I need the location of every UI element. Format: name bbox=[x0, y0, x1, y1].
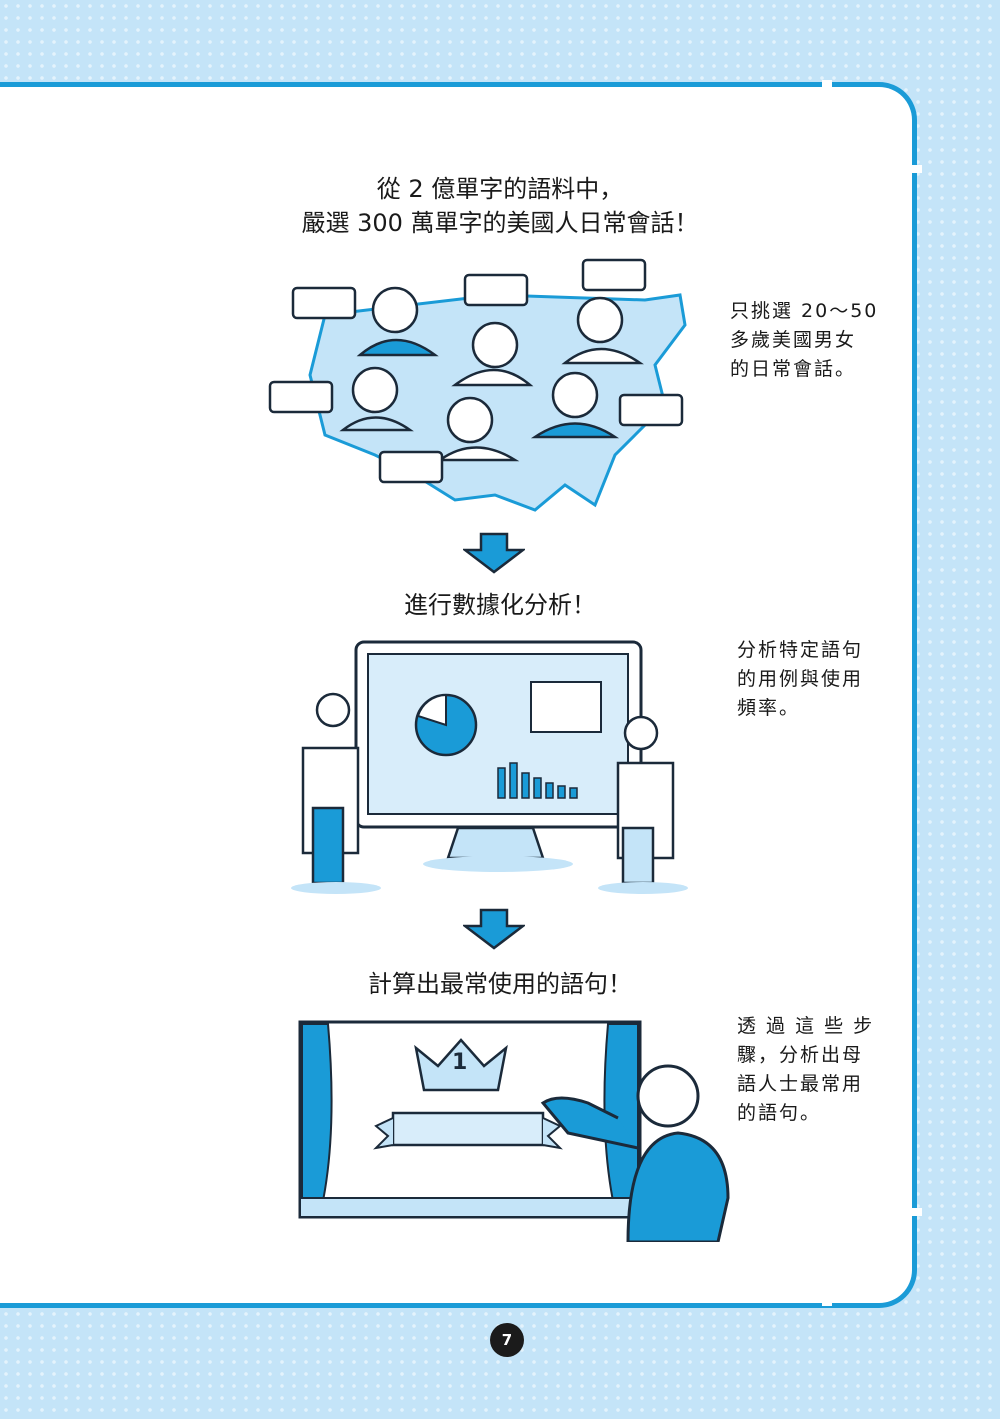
frame-gap bbox=[822, 1296, 832, 1306]
section2-note: 分析特定語句 的用例與使用 頻率。 bbox=[737, 636, 863, 723]
section2-title: 進行數據化分析！ bbox=[404, 591, 596, 619]
note-line: 語人士最常用 bbox=[737, 1073, 864, 1095]
down-arrow-icon bbox=[463, 532, 525, 574]
frame-gap bbox=[910, 165, 922, 173]
note-line: 多歲美國男女 bbox=[730, 329, 857, 351]
note-line: 的用例與使用 bbox=[737, 668, 864, 690]
page-number: 7 bbox=[490, 1323, 524, 1357]
section3-note: 透 過 這 些 步 驟，分析出母 語人士最常用 的語句。 bbox=[737, 1012, 874, 1128]
ranking-presentation-illustration bbox=[298, 1020, 730, 1242]
note-line: 頻率。 bbox=[737, 697, 801, 719]
data-analysis-illustration bbox=[291, 640, 688, 894]
rank-number: 1 bbox=[452, 1050, 468, 1075]
frame-gap bbox=[822, 80, 832, 90]
note-line: 透 過 這 些 步 bbox=[737, 1015, 875, 1037]
frame-gap bbox=[910, 1208, 922, 1216]
people bbox=[339, 286, 644, 462]
section3-title: 計算出最常使用的語句！ bbox=[368, 970, 632, 998]
note-line: 驟，分析出母 bbox=[737, 1044, 864, 1066]
note-line: 的語句。 bbox=[737, 1102, 822, 1124]
section1-title: 從 2 億單字的語料中， 嚴選 300 萬單字的美國人日常會話！ bbox=[0, 172, 1000, 240]
speech-bubbles bbox=[268, 258, 684, 484]
note-line: 只挑選 20～50 bbox=[730, 300, 879, 322]
section1-note: 只挑選 20～50 多歲美國男女 的日常會話。 bbox=[730, 297, 878, 384]
title-line: 嚴選 300 萬單字的美國人日常會話！ bbox=[301, 209, 699, 237]
down-arrow-icon bbox=[463, 908, 525, 950]
title-line: 從 2 億單字的語料中， bbox=[376, 175, 624, 203]
usa-map-people-illustration bbox=[268, 258, 687, 512]
note-line: 分析特定語句 bbox=[737, 639, 864, 661]
note-line: 的日常會話。 bbox=[730, 358, 857, 380]
